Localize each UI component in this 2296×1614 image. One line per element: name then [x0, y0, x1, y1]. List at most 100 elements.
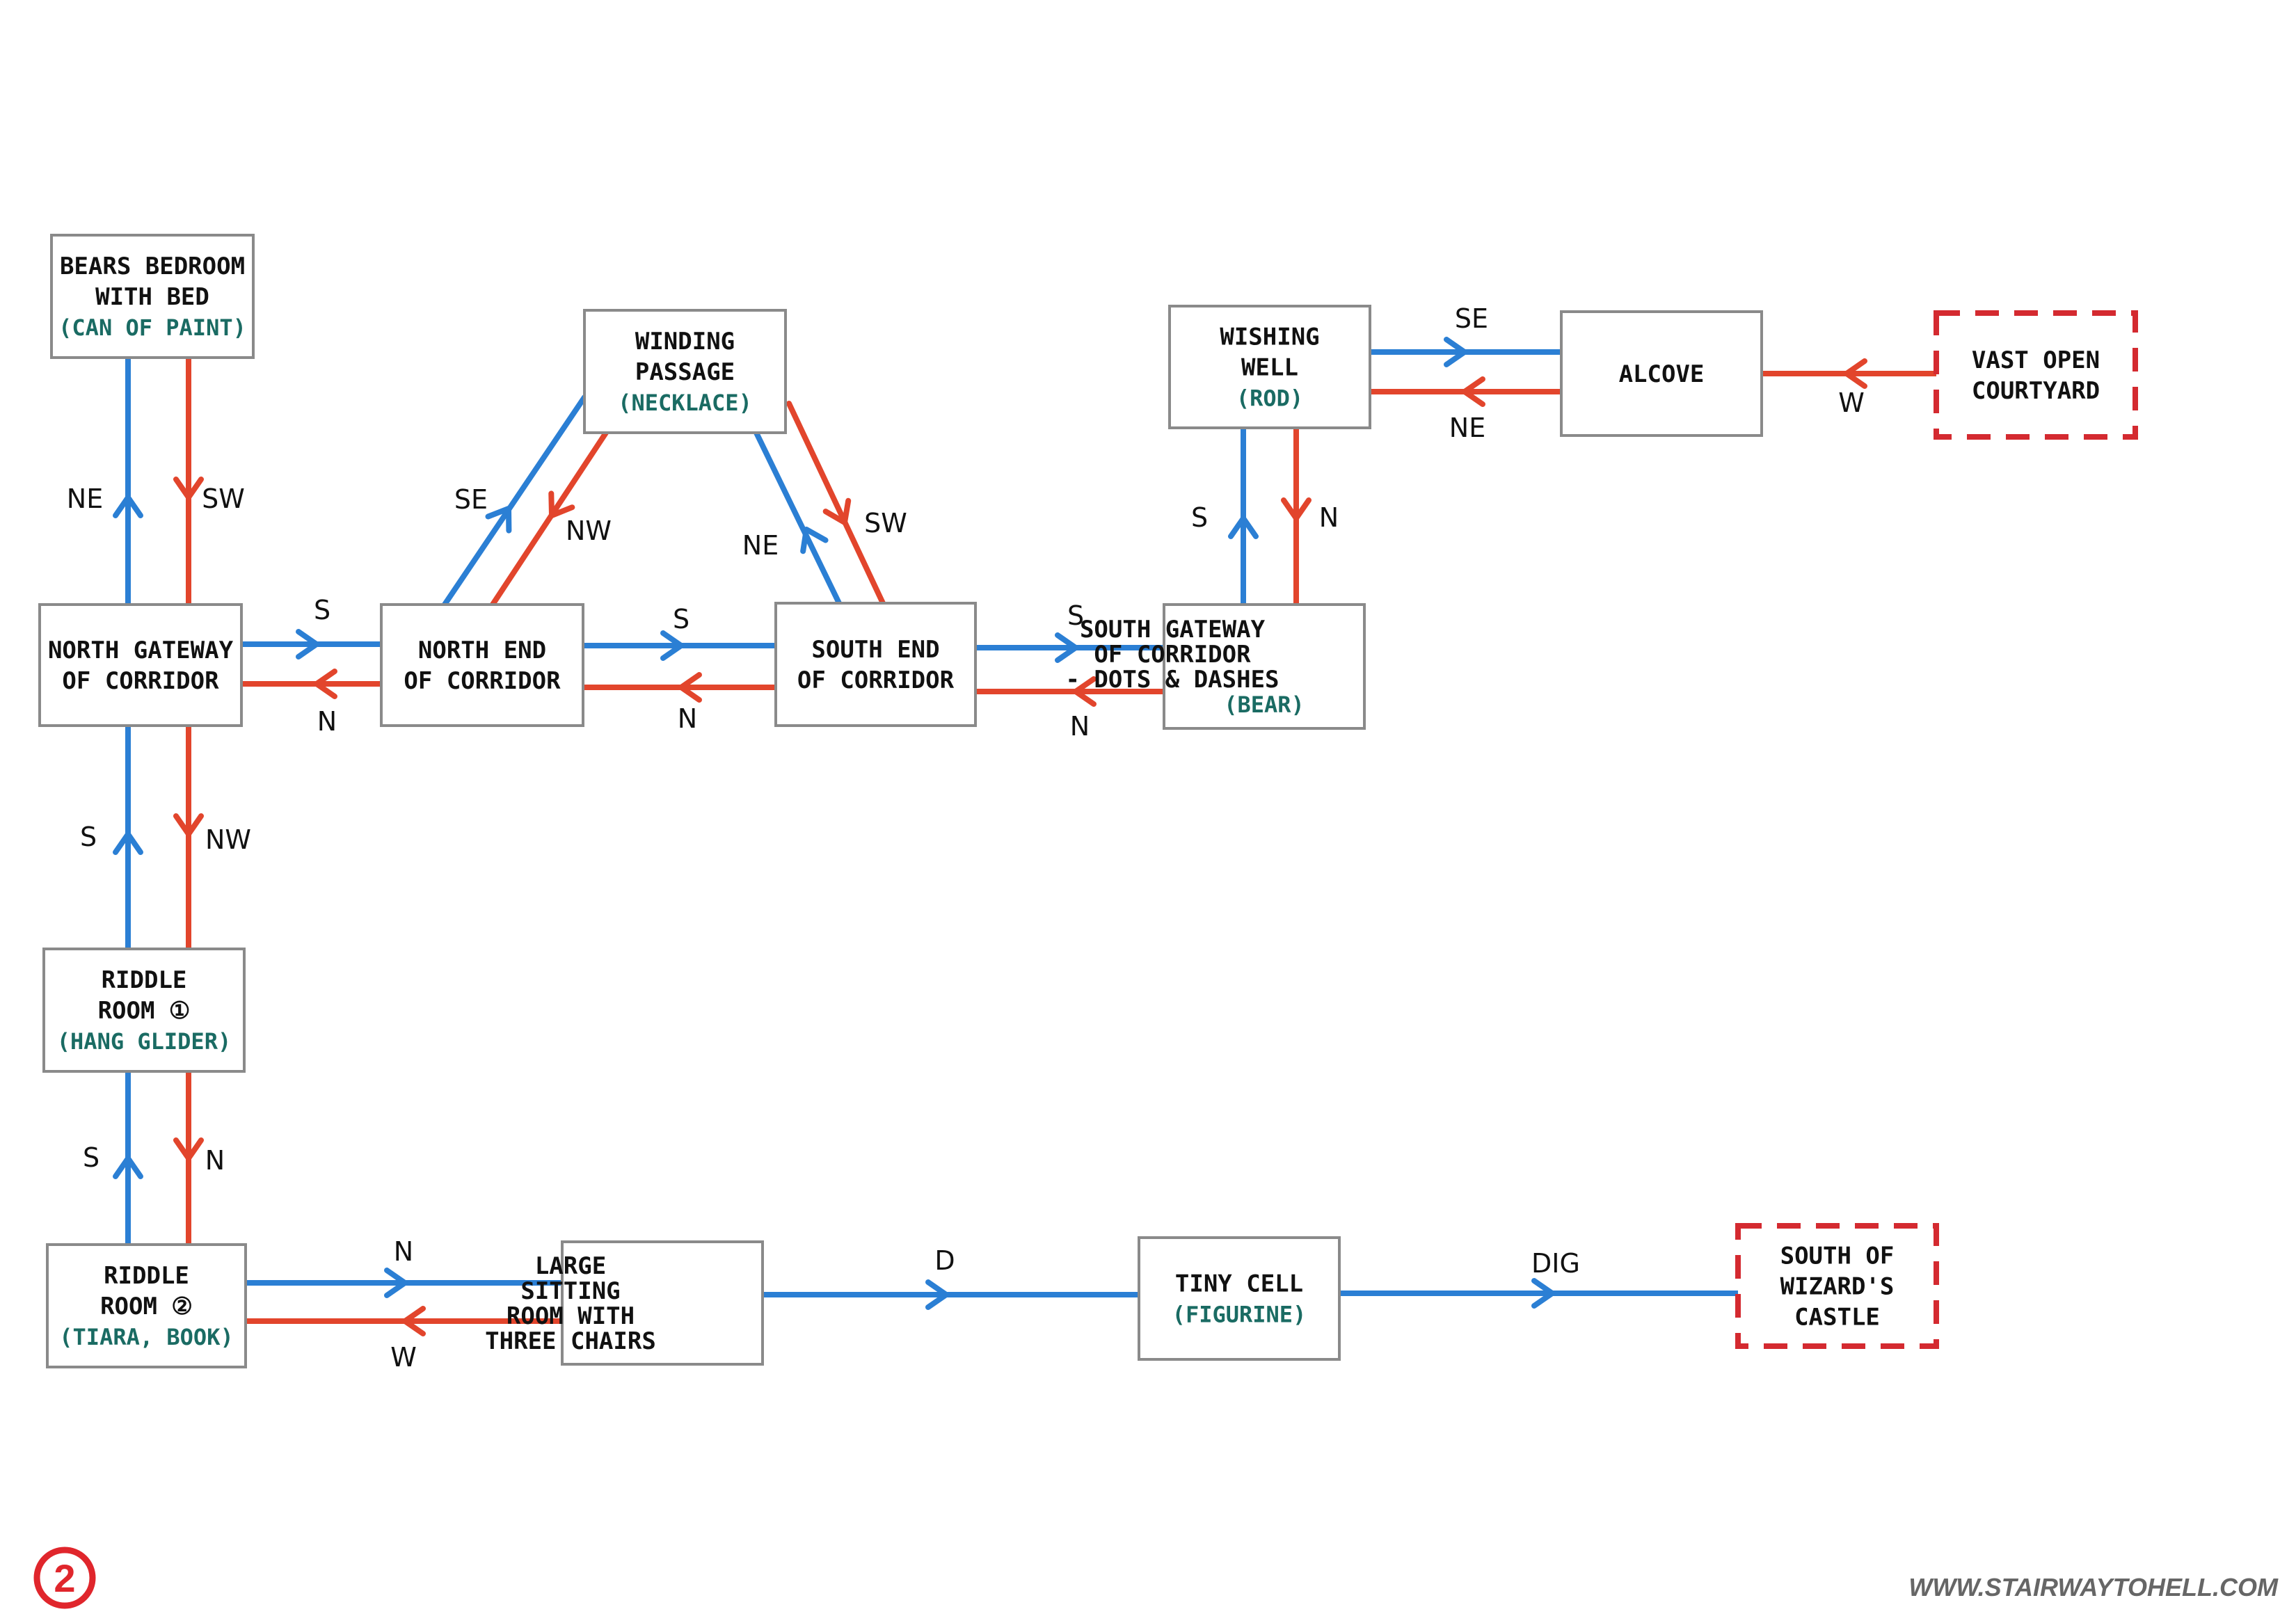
- arrow-chevron-icon: [485, 506, 512, 534]
- room-name-line: SOUTH END: [811, 636, 939, 664]
- direction-label: N: [1319, 502, 1339, 533]
- room-name-line: WINDING: [635, 328, 735, 355]
- arrow-chevron-icon: [113, 1156, 143, 1179]
- room-name-line: SOUTH GATEWAY: [1080, 616, 1266, 644]
- room-box: [38, 603, 243, 727]
- connection-riddle-room-2-to-large-sitting-room: [243, 1268, 565, 1298]
- arrow-chevron-icon: [1073, 676, 1097, 707]
- room-alcove[interactable]: ALCOVE: [1560, 310, 1763, 437]
- connection-vast-open-courtyard-to-alcove: [1759, 358, 1939, 389]
- room-name-line: OF CORRIDOR: [1094, 641, 1251, 669]
- direction-label: N: [394, 1236, 413, 1267]
- room-box: [583, 309, 787, 434]
- arrow-chevron-icon: [113, 831, 143, 855]
- direction-label: N: [205, 1145, 225, 1176]
- room-box: [774, 602, 977, 727]
- room-item: (NECKLACE): [618, 390, 752, 416]
- direction-label: S: [80, 822, 97, 852]
- arrow-chevron-icon: [1844, 358, 1867, 389]
- direction-label: NE: [742, 530, 779, 561]
- connection-line: [754, 430, 842, 606]
- room-item: (FIGURINE): [1172, 1302, 1307, 1328]
- room-item: (HANG GLIDER): [57, 1028, 231, 1055]
- room-name-line: SITTING: [520, 1277, 620, 1305]
- arrow-chevron-icon: [402, 1306, 426, 1336]
- direction-label: S: [1191, 502, 1208, 533]
- room-box: [1168, 305, 1371, 429]
- room-name-line: RIDDLE: [104, 1262, 189, 1290]
- arrow-chevron-icon: [1462, 376, 1485, 407]
- page-number: 2: [54, 1556, 75, 1600]
- direction-label: SE: [1455, 303, 1488, 334]
- arrow-chevron-icon: [548, 490, 575, 518]
- direction-label: S: [83, 1142, 99, 1173]
- direction-label: S: [673, 604, 689, 634]
- direction-label: DIG: [1531, 1248, 1580, 1279]
- direction-label: N: [317, 706, 337, 737]
- room-item: (CAN OF PAINT): [58, 314, 246, 341]
- connection-north-gateway-to-bears-bedroom: [113, 355, 143, 607]
- arrow-chevron-icon: [1531, 1278, 1555, 1309]
- connection-north-end-to-south-end: [580, 630, 779, 661]
- room-name-line: ROOM WITH: [507, 1302, 635, 1330]
- room-box: [380, 603, 584, 727]
- connection-riddle-room-1-to-north-gateway: [113, 723, 143, 952]
- direction-label: N: [1070, 711, 1090, 742]
- arrow-chevron-icon: [296, 629, 319, 660]
- room-name-line: NORTH END: [418, 637, 546, 664]
- connection-wishing-well-to-alcove: [1367, 337, 1564, 367]
- room-name-line: TINY CELL: [1175, 1270, 1303, 1298]
- connection-winding-passage-to-south-end: [786, 401, 886, 606]
- arrow-chevron-icon: [384, 1268, 408, 1298]
- direction-label: S: [314, 595, 330, 625]
- connection-north-end-to-north-gateway: [239, 669, 384, 699]
- room-name-line: WIZARD'S: [1780, 1273, 1895, 1301]
- direction-label: NW: [566, 516, 612, 546]
- connection-south-gateway-to-south-end: [973, 676, 1167, 707]
- connection-south-end-to-south-gateway: [973, 632, 1167, 663]
- connection-north-gateway-to-riddle-room-1: [173, 723, 204, 952]
- room-box: [42, 948, 246, 1073]
- website-url[interactable]: WWW.STAIRWAYTOHELL.COM: [1908, 1573, 2279, 1601]
- arrow-chevron-icon: [314, 669, 337, 699]
- room-box: [561, 1240, 764, 1366]
- connection-north-gateway-to-north-end: [239, 629, 384, 660]
- connection-winding-passage-to-north-end: [490, 430, 609, 607]
- connection-alcove-to-wishing-well: [1367, 376, 1564, 407]
- room-tiny-cell[interactable]: TINY CELL (FIGURINE): [1138, 1236, 1341, 1361]
- room-box: [1138, 1236, 1341, 1361]
- connection-south-gateway-to-wishing-well: [1228, 425, 1259, 607]
- connection-riddle-room-1-to-riddle-room-2: [173, 1069, 204, 1247]
- arrow-chevron-icon: [1281, 497, 1312, 521]
- room-item: (ROD): [1236, 385, 1303, 412]
- room-name-line: THREE CHAIRS: [485, 1327, 656, 1355]
- arrow-chevron-icon: [173, 1137, 204, 1161]
- connection-line: [786, 401, 886, 606]
- connection-large-sitting-room-to-riddle-room-2: [243, 1306, 565, 1336]
- direction-label: W: [390, 1342, 417, 1373]
- connection-tiny-cell-to-south-of-wizards-castle: [1337, 1278, 1741, 1309]
- room-north-end[interactable]: NORTH END OF CORRIDOR: [380, 603, 584, 727]
- room-item: (BEAR): [1224, 692, 1305, 718]
- room-name-line: OF CORRIDOR: [404, 667, 561, 695]
- connection-north-end-to-winding-passage: [442, 394, 587, 607]
- connection-bears-bedroom-to-north-gateway: [173, 355, 204, 607]
- connection-line: [442, 394, 587, 607]
- arrow-chevron-icon: [660, 630, 684, 661]
- room-name-line: VAST OPEN: [1972, 346, 2100, 374]
- direction-label: N: [678, 703, 697, 734]
- room-name-line: NORTH GATEWAY: [48, 637, 234, 664]
